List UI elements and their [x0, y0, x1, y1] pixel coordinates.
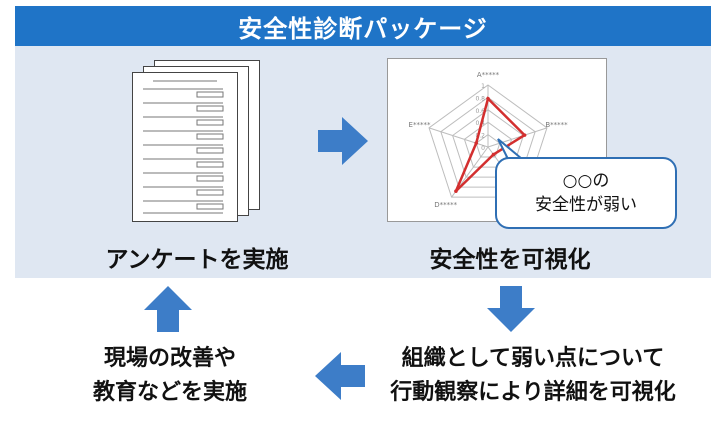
radar-point — [486, 96, 490, 101]
step-observe-line-2: 行動観察により詳細を可視化 — [390, 380, 676, 405]
radar-point — [491, 152, 496, 157]
document-sheet-front — [132, 72, 238, 222]
radar-tick-label: 1 — [481, 83, 485, 90]
radar-tick-label: 0 — [481, 145, 485, 152]
radar-series-line — [454, 96, 527, 193]
radar-axis-label: D***** — [434, 201, 457, 209]
callout-line-2: 安全性が弱い — [535, 195, 637, 215]
arrow-left-icon — [315, 352, 365, 400]
radar-tick-label: 0.6 — [475, 108, 485, 115]
radar-point — [474, 141, 479, 145]
radar-grid-ring — [475, 133, 501, 158]
callout-line-1: ○○の — [562, 171, 610, 191]
radar-spoke — [487, 127, 548, 148]
arrow-right-icon — [318, 117, 368, 165]
step-improve-line-2: 教育などを実施 — [92, 380, 247, 405]
radar-axis-label: A***** — [477, 71, 500, 79]
radar-chart: 10.80.60.40.20A*****B*****C*****D*****E*… — [409, 71, 569, 209]
radar-point — [522, 133, 527, 137]
step-survey-label: アンケートを実施 — [105, 247, 289, 273]
radar-tick-label: 0.8 — [475, 95, 485, 102]
radar-point — [454, 189, 458, 193]
package-title: 安全性診断パッケージ — [238, 14, 488, 43]
radar-grid-ring — [428, 84, 548, 198]
step-visualize-label: 安全性を可視化 — [429, 247, 591, 273]
radar-axis-label: E***** — [409, 121, 431, 129]
radar-grid-ring — [440, 96, 536, 188]
radar-tick-label: 0.2 — [475, 133, 485, 140]
radar-grid-ring — [452, 109, 524, 178]
step-improve-text: 現場の改善や 教育などを実施 — [60, 342, 280, 410]
step-improve-line-1: 現場の改善や — [103, 346, 236, 371]
step-observe-text: 組織として弱い点について 行動観察により詳細を可視化 — [383, 342, 683, 410]
radar-spoke — [428, 127, 489, 148]
step-observe-line-1: 組織として弱い点について — [401, 346, 665, 371]
questionnaire-lines-icon — [143, 80, 224, 214]
arrow-down-icon — [487, 286, 535, 332]
radar-grid-ring — [463, 121, 513, 168]
radar-axis-label: B***** — [545, 121, 568, 129]
package-title-banner: 安全性診断パッケージ — [15, 6, 711, 46]
arrow-up-icon — [144, 286, 192, 332]
weak-point-callout: ○○の 安全性が弱い — [495, 157, 677, 229]
survey-document-stack-icon — [132, 60, 262, 222]
